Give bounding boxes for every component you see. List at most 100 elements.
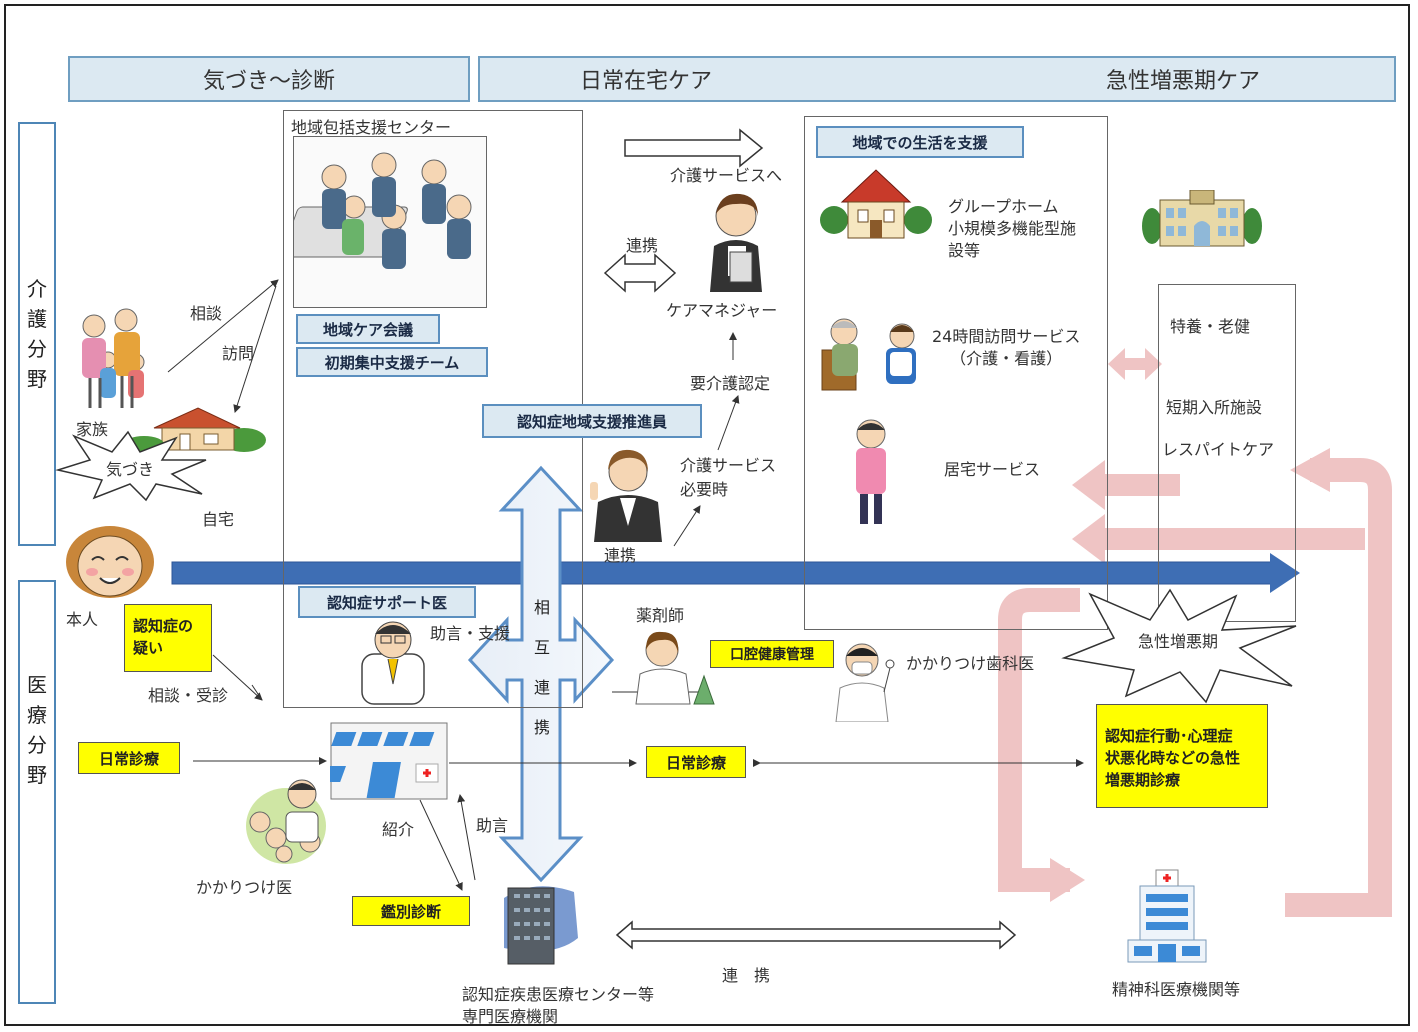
oral-label: 口腔健康管理 bbox=[710, 640, 834, 668]
meeting-illustration bbox=[280, 136, 487, 308]
cooperation2-text: 連携 bbox=[604, 546, 637, 565]
care-field-char: 護 bbox=[27, 307, 47, 331]
facility-building-icon bbox=[1142, 190, 1262, 247]
header-care: 日常在宅ケア 急性増悪期ケア bbox=[478, 56, 1396, 102]
care-manager-text: ケアマネジャー bbox=[666, 301, 778, 320]
community-title-label: 地域での生活を支援 bbox=[816, 126, 1024, 158]
to-service-text: 介護サービスへ bbox=[670, 166, 783, 185]
home-service-icon bbox=[856, 419, 886, 524]
promoter-person-icon bbox=[590, 449, 662, 542]
consult-visit-text: 相談・受診 bbox=[148, 686, 229, 705]
mutual-text: 相 互 連 携 bbox=[532, 588, 552, 748]
care-meeting-text: 地域ケア会議 bbox=[322, 320, 413, 339]
header-daily-label: 日常在宅ケア bbox=[580, 69, 713, 94]
care-service-arrow bbox=[624, 128, 764, 168]
dentist-text: かかりつけ歯科医 bbox=[906, 654, 1035, 673]
respite-text: レスパイトケア bbox=[1162, 440, 1275, 459]
mutual-char: 連 bbox=[533, 678, 550, 697]
bottom-cooperation-text: 連 携 bbox=[722, 966, 771, 985]
family-label: 家族 bbox=[76, 420, 109, 439]
home-service-text: 居宅サービス bbox=[944, 460, 1041, 479]
medical-field-box: 医 療 分 野 bbox=[18, 580, 56, 1004]
care-field-box: 介 護 分 野 bbox=[18, 122, 56, 546]
community-title-text: 地域での生活を支援 bbox=[852, 133, 988, 152]
introduction-text: 紹介 bbox=[382, 820, 415, 839]
advice-text: 助言 bbox=[476, 816, 509, 835]
consult-text: 相談 bbox=[190, 304, 223, 323]
clinic-icon bbox=[330, 722, 448, 800]
cooperation-text: 連携 bbox=[626, 236, 659, 255]
group-home-icon bbox=[820, 169, 932, 239]
short-stay-text: 短期入所施設 bbox=[1166, 398, 1263, 417]
pink-arrow-1 bbox=[1100, 474, 1180, 496]
when-needed-text: 介護サービス 必要時 bbox=[680, 456, 777, 499]
tokuyo-text: 特養・老健 bbox=[1170, 317, 1251, 336]
advice-support-text: 助言・支援 bbox=[430, 624, 511, 643]
care-manager-icon bbox=[710, 193, 762, 292]
visit-text: 訪問 bbox=[222, 344, 255, 363]
differential-label: 鑑別診断 bbox=[352, 896, 470, 926]
oral-text: 口腔健康管理 bbox=[730, 647, 814, 663]
initial-team-label: 初期集中支援チーム bbox=[296, 347, 488, 377]
psychiatric-hospital-icon bbox=[1127, 869, 1207, 963]
acute-text: 急性増悪期 bbox=[1138, 632, 1219, 651]
header-awareness: 気づき〜診断 bbox=[68, 56, 470, 102]
medical-field-char: 野 bbox=[27, 763, 47, 787]
timeline-arrow-head bbox=[1270, 553, 1300, 593]
family-doctor-icon bbox=[246, 779, 326, 864]
group-home-text: グループホーム 小規模多機能型施 設等 bbox=[948, 197, 1077, 260]
acute-burst bbox=[1061, 588, 1297, 704]
header-acute-label: 急性増悪期ケア bbox=[1106, 69, 1261, 94]
daily-care-label-2: 日常診療 bbox=[646, 746, 746, 778]
acute-care-label: 認知症行動･心理症 状悪化時などの急性 増悪期診療 bbox=[1096, 704, 1268, 808]
support-doctor-label: 認知症サポート医 bbox=[298, 586, 476, 618]
acute-loop-head-1 bbox=[1290, 448, 1330, 492]
initial-team-text: 初期集中支援チーム bbox=[324, 353, 460, 372]
specialist-hospital-icon bbox=[504, 886, 578, 965]
notice-burst bbox=[55, 430, 207, 502]
community-box bbox=[804, 116, 1108, 630]
consult-arrow bbox=[167, 279, 279, 373]
bottom-cooperation-arrow bbox=[615, 920, 1017, 950]
differential-text: 鑑別診断 bbox=[380, 902, 441, 921]
care-field-char: 野 bbox=[27, 367, 47, 391]
care-field-char: 分 bbox=[27, 337, 47, 361]
acute-loop-arrow bbox=[998, 458, 1392, 917]
suspicion-arrow bbox=[212, 654, 263, 701]
care-field-char: 介 bbox=[27, 277, 47, 301]
outer-frame bbox=[4, 4, 1410, 1026]
pink-double-arrow bbox=[1108, 348, 1162, 380]
daily-care-label: 日常診療 bbox=[78, 742, 180, 774]
mutual-char: 相 bbox=[533, 598, 550, 617]
dentist-icon bbox=[835, 643, 895, 722]
cooperation-double-arrow bbox=[603, 253, 677, 293]
visit-service-text: 24時間訪問サービス （介護・看護） bbox=[932, 327, 1081, 368]
visit-arrow bbox=[233, 285, 277, 413]
daily-care-text-2: 日常診療 bbox=[665, 753, 726, 772]
center-title: 地域包括支援センター bbox=[291, 118, 452, 137]
family-doctor-text: かかりつけ医 bbox=[196, 878, 293, 897]
psychiatric-text: 精神科医療機関等 bbox=[1112, 980, 1241, 999]
pink-arrow-2-head bbox=[1072, 514, 1105, 564]
support-doctor-text: 認知症サポート医 bbox=[326, 593, 447, 612]
pharmacist-icon bbox=[635, 631, 715, 705]
promoter-text: 認知症地域支援推進員 bbox=[516, 412, 667, 431]
support-doctor-icon bbox=[361, 621, 425, 705]
cooperation2-arrow bbox=[673, 505, 701, 547]
acute-loop-head-2 bbox=[1050, 858, 1085, 902]
daily-care-text: 日常診療 bbox=[98, 749, 159, 768]
need-arrow bbox=[717, 395, 740, 451]
advice-arrow bbox=[457, 794, 476, 881]
home-icon bbox=[124, 407, 266, 452]
pink-arrow-2 bbox=[1100, 528, 1365, 550]
mutual-char: 携 bbox=[533, 718, 550, 737]
medical-field-char: 医 bbox=[27, 673, 47, 697]
home-text: 自宅 bbox=[202, 510, 235, 529]
specialist-center-text: 認知症疾患医療センター等 専門医療機関 bbox=[462, 985, 655, 1026]
notice-text: 気づき bbox=[106, 460, 155, 479]
medical-field-char: 療 bbox=[27, 703, 47, 727]
person-label: 本人 bbox=[66, 610, 99, 629]
pink-arrow-1-head bbox=[1072, 460, 1105, 510]
promoter-label: 認知症地域支援推進員 bbox=[482, 404, 702, 438]
